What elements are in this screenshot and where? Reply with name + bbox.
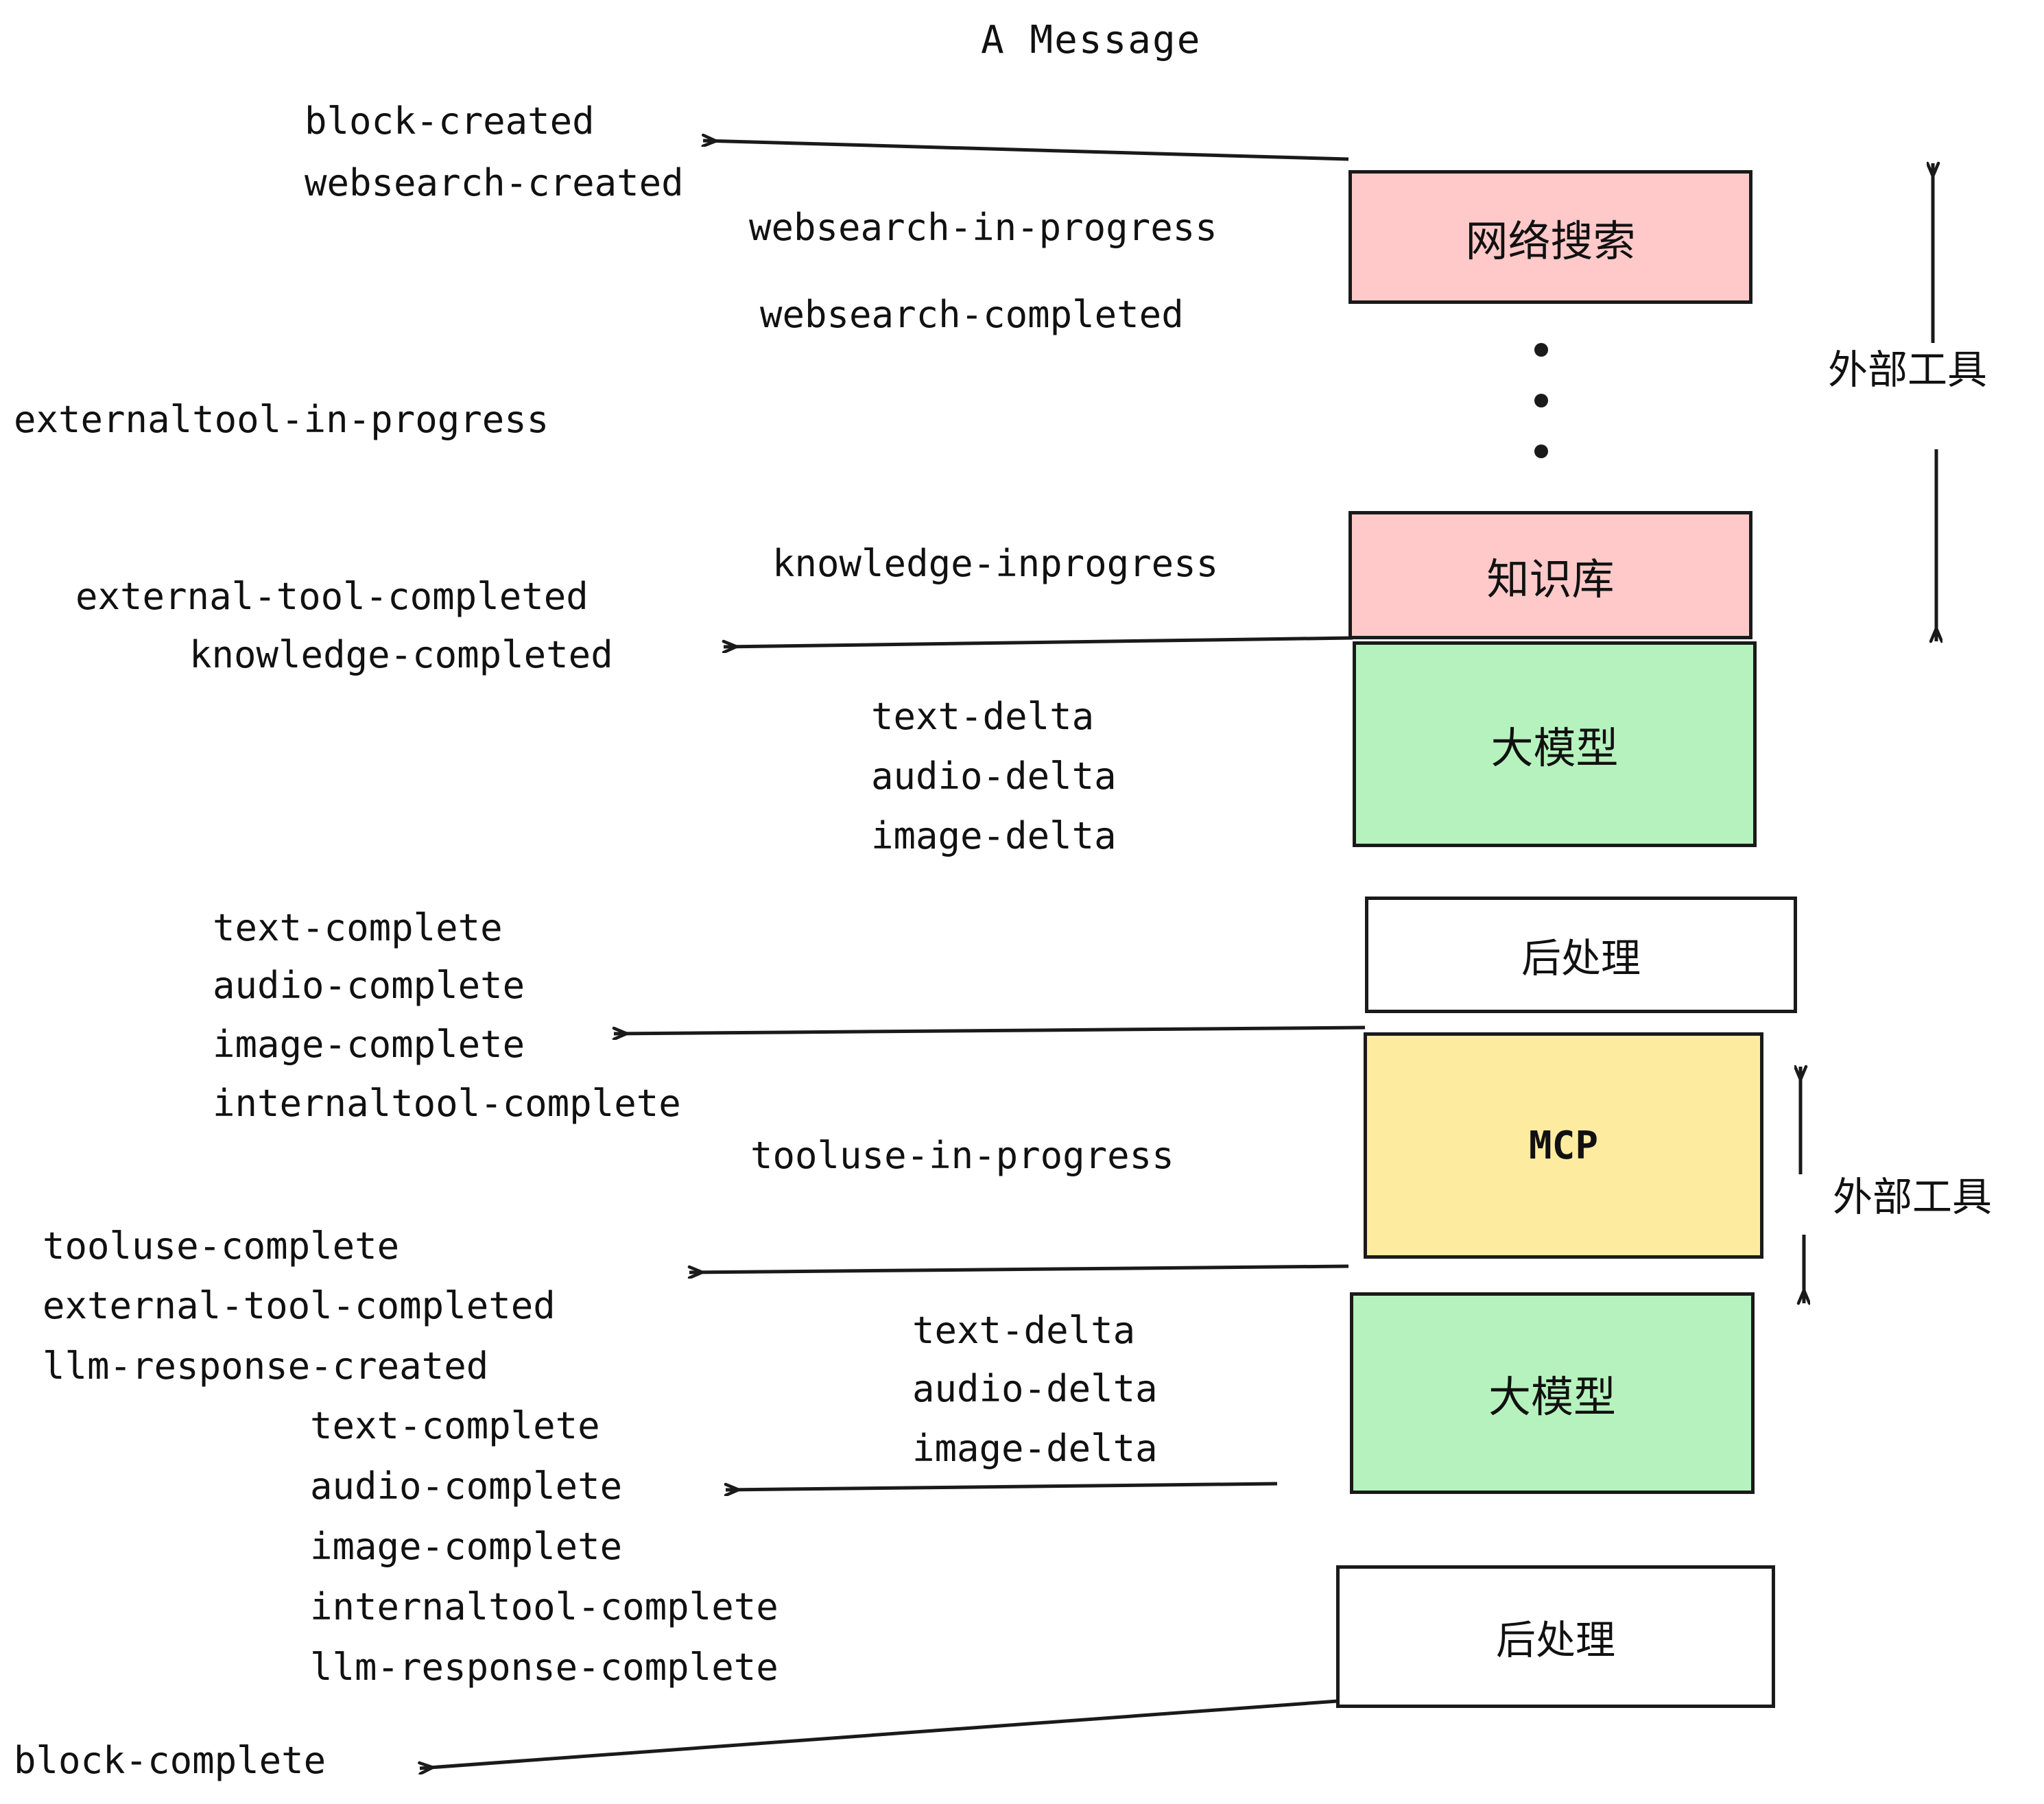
ellipsis-dot bbox=[1534, 444, 1548, 458]
event-text-delta-1: text-delta bbox=[871, 695, 1095, 738]
node-knowledge-label: 知识库 bbox=[1486, 554, 1615, 604]
node-postprocess-1-label: 后处理 bbox=[1521, 935, 1641, 982]
node-websearch-label: 网络搜索 bbox=[1465, 215, 1636, 266]
event-audio-delta-2: audio-delta bbox=[912, 1367, 1158, 1410]
arrow-image-complete bbox=[614, 1025, 1366, 1034]
node-mcp-label: MCP bbox=[1528, 1123, 1599, 1168]
event-block-created: block-created bbox=[305, 99, 595, 143]
event-websearch-created: websearch-created bbox=[305, 161, 684, 204]
ellipsis-dot bbox=[1534, 394, 1548, 407]
node-llm-1-label: 大模型 bbox=[1490, 723, 1619, 773]
ellipsis-dot bbox=[1534, 343, 1548, 357]
node-postprocess-1[interactable]: 后处理 bbox=[1365, 897, 1797, 1013]
node-postprocess-2-label: 后处理 bbox=[1495, 1617, 1615, 1663]
arrow-block-created bbox=[703, 141, 1349, 161]
event-tooluse-complete: tooluse-complete bbox=[43, 1224, 400, 1268]
node-postprocess-2[interactable]: 后处理 bbox=[1336, 1565, 1775, 1708]
vertical-ellipsis bbox=[1534, 343, 1549, 458]
event-image-delta-1: image-delta bbox=[871, 814, 1117, 857]
node-llm-1[interactable]: 大模型 bbox=[1353, 641, 1757, 847]
event-block-complete: block-complete bbox=[14, 1739, 326, 1782]
event-internaltool-complete-2: internaltool-complete bbox=[310, 1585, 779, 1628]
event-knowledge-completed: knowledge-completed bbox=[189, 633, 613, 676]
diagram-title: A Message bbox=[981, 18, 1202, 62]
event-image-complete-2: image-complete bbox=[310, 1525, 623, 1568]
label-external-tools-top: 外部工具 bbox=[1828, 346, 1988, 393]
event-image-complete-1: image-complete bbox=[213, 1023, 525, 1066]
event-websearch-in-progress: websearch-in-progress bbox=[749, 206, 1217, 249]
arrow-block-complete bbox=[420, 1699, 1338, 1768]
event-external-tool-completed-1: external-tool-completed bbox=[75, 575, 589, 618]
event-text-complete-2: text-complete bbox=[310, 1404, 600, 1447]
arrow-knowledge-completed bbox=[724, 636, 1353, 647]
event-websearch-completed: websearch-completed bbox=[760, 293, 1184, 336]
node-websearch[interactable]: 网络搜索 bbox=[1348, 170, 1752, 304]
arrow-tooluse-complete bbox=[689, 1264, 1349, 1272]
event-tooluse-in-progress: tooluse-in-progress bbox=[750, 1134, 1174, 1177]
event-knowledge-inprogress: knowledge-inprogress bbox=[772, 542, 1219, 585]
event-image-delta-2: image-delta bbox=[912, 1427, 1158, 1470]
event-text-delta-2: text-delta bbox=[912, 1309, 1136, 1352]
node-mcp[interactable]: MCP bbox=[1364, 1032, 1763, 1259]
event-externaltool-in-progress: externaltool-in-progress bbox=[14, 398, 549, 441]
event-audio-complete-2: audio-complete bbox=[310, 1464, 623, 1508]
node-llm-2[interactable]: 大模型 bbox=[1350, 1292, 1755, 1494]
event-internaltool-complete-1: internaltool-complete bbox=[213, 1082, 681, 1125]
arrow-audio-complete bbox=[726, 1482, 1278, 1490]
event-llm-response-created: llm-response-created bbox=[43, 1344, 489, 1388]
node-knowledge[interactable]: 知识库 bbox=[1348, 511, 1752, 639]
event-external-tool-completed-2: external-tool-completed bbox=[43, 1284, 556, 1327]
label-external-tools-bottom: 外部工具 bbox=[1833, 1174, 1993, 1220]
node-llm-2-label: 大模型 bbox=[1488, 1372, 1616, 1422]
event-llm-response-complete: llm-response-complete bbox=[310, 1646, 779, 1689]
event-text-complete-1: text-complete bbox=[213, 906, 503, 949]
event-audio-complete-1: audio-complete bbox=[213, 964, 525, 1007]
event-audio-delta-1: audio-delta bbox=[871, 755, 1117, 798]
